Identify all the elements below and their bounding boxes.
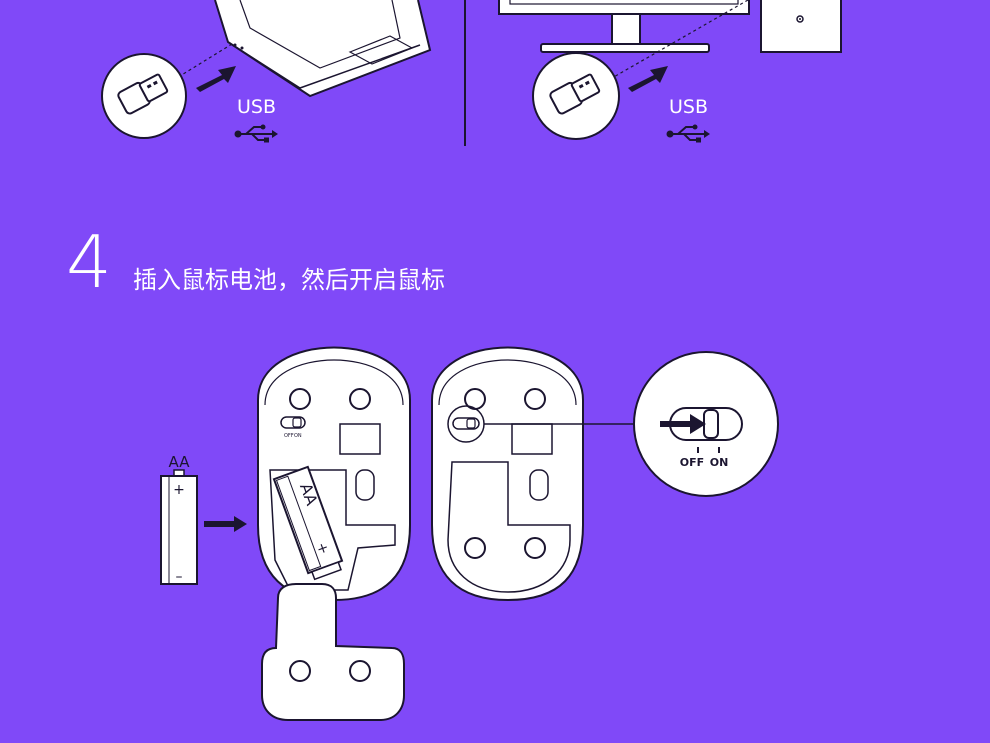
arrow-right-icon-2 bbox=[628, 66, 668, 92]
receiver-zoom-left bbox=[101, 53, 187, 139]
usb-label-left: USB bbox=[237, 96, 276, 118]
switch-zoom: OFF ON bbox=[633, 351, 779, 497]
insert-arrow-icon bbox=[204, 516, 247, 532]
battery-door bbox=[261, 583, 405, 721]
mouse-underside-closed bbox=[431, 346, 584, 602]
battery-inserted: AA + bbox=[272, 465, 344, 581]
dashed-guide-left bbox=[179, 43, 233, 77]
usb-icon bbox=[233, 123, 279, 144]
desktop-illustration bbox=[498, 0, 842, 53]
inserted-battery-plus: + bbox=[314, 539, 330, 558]
battery-plus: + bbox=[173, 482, 185, 498]
laptop-illustration bbox=[214, 0, 432, 98]
switch-arrow-icon bbox=[660, 414, 706, 434]
aa-battery: AA + – bbox=[160, 453, 198, 585]
small-on-label: ON bbox=[294, 433, 302, 439]
usb-icon-2 bbox=[665, 123, 711, 144]
switch-off-label: OFF bbox=[680, 456, 704, 469]
battery-minus: – bbox=[176, 569, 183, 585]
small-off-label: OFF bbox=[284, 433, 294, 439]
battery-label: AA bbox=[169, 453, 191, 471]
arrow-right-icon bbox=[196, 66, 236, 92]
receiver-zoom-right bbox=[532, 52, 620, 140]
usb-label-right: USB bbox=[669, 96, 708, 118]
step-number: 4 bbox=[66, 220, 112, 304]
step-title: 插入鼠标电池，然后开启鼠标 bbox=[133, 266, 445, 294]
switch-on-label: ON bbox=[710, 456, 729, 469]
dashed-guide-right bbox=[611, 0, 749, 79]
